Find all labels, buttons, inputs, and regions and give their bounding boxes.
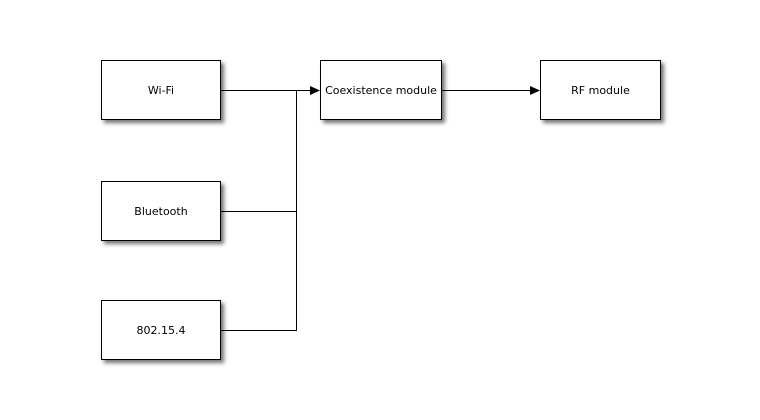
node-802-15-4: 802.15.4 <box>101 300 221 360</box>
node-802-15-4-label: 802.15.4 <box>136 323 186 337</box>
node-coexistence-module-label: Coexistence module <box>325 83 437 97</box>
node-coexistence-module: Coexistence module <box>320 60 442 120</box>
node-rf-module-label: RF module <box>571 83 630 97</box>
node-rf-module: RF module <box>540 60 661 120</box>
arrowhead-icon <box>310 86 320 95</box>
arrowhead-icon <box>530 86 540 95</box>
node-wifi-label: Wi-Fi <box>147 83 175 97</box>
node-bluetooth-label: Bluetooth <box>134 204 188 218</box>
node-wifi: Wi-Fi <box>101 60 221 120</box>
node-bluetooth: Bluetooth <box>101 181 221 241</box>
